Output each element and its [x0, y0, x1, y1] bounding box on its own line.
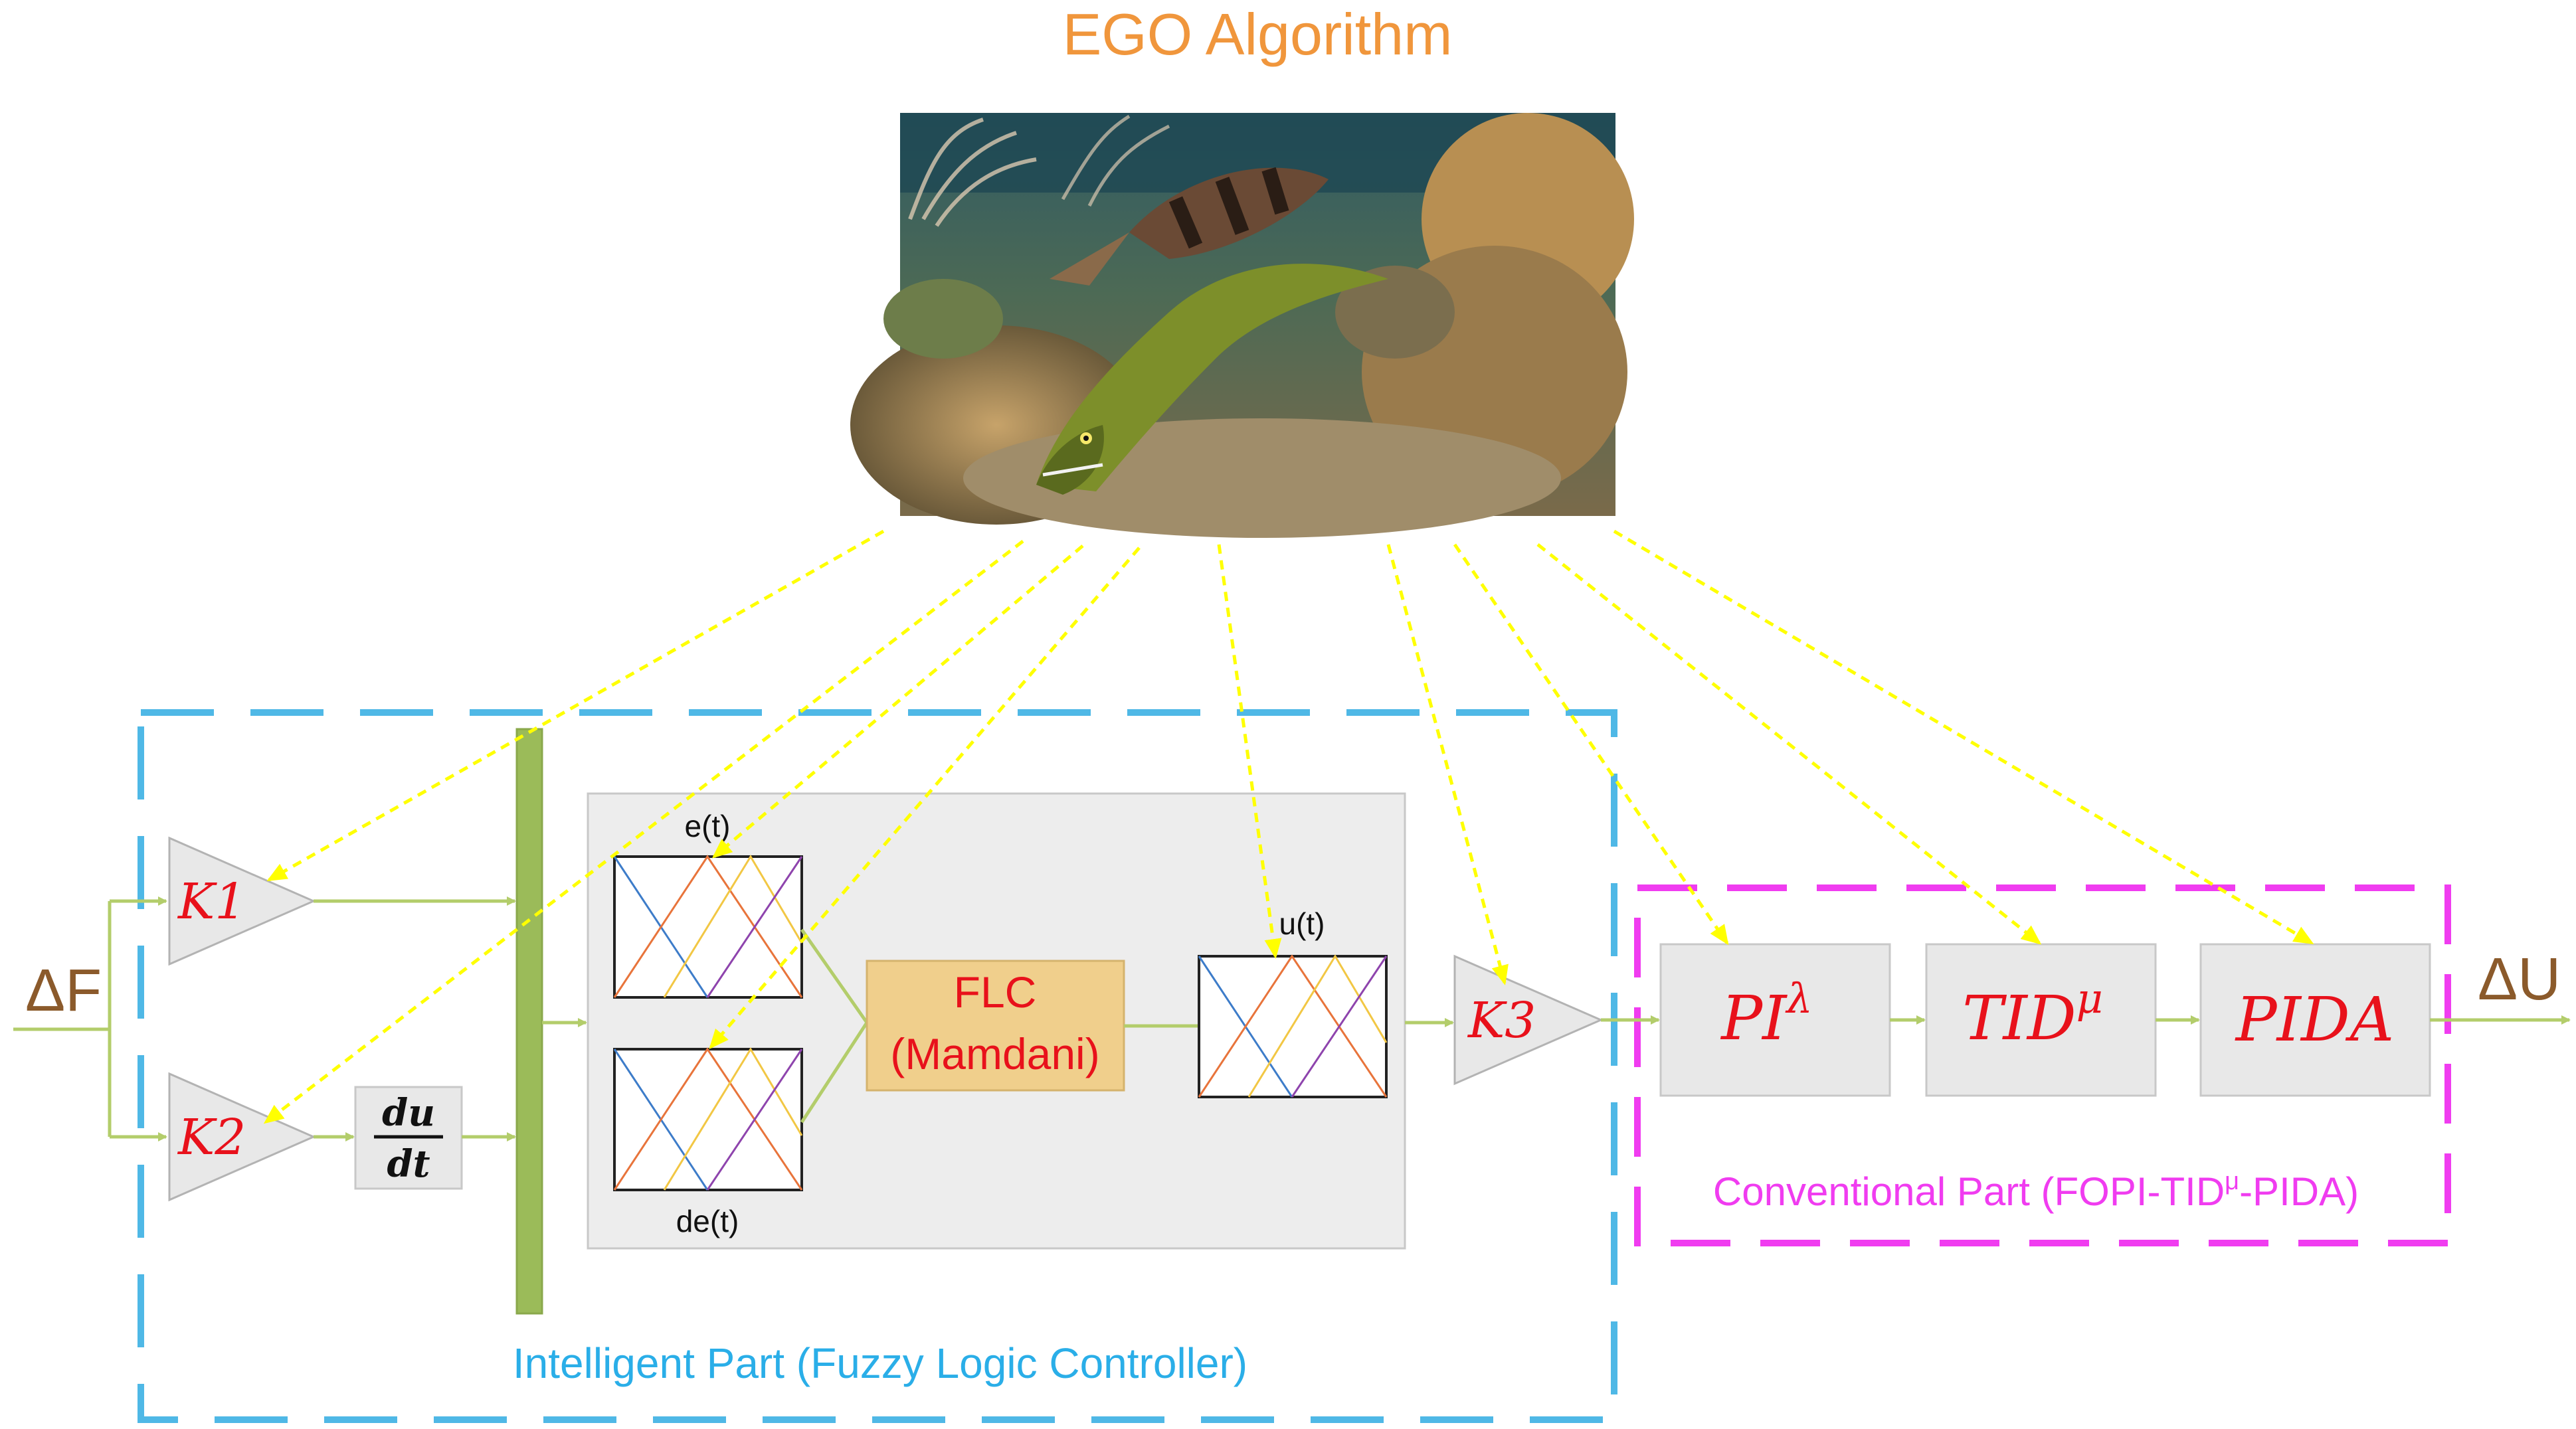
tid-label: TID [1962, 983, 2076, 1054]
fopi-block: PIλ [1659, 943, 1891, 1097]
svg-text:PIλ: PIλ [1720, 974, 1813, 1054]
ego-arrow-k1 [266, 529, 885, 882]
gain-k3-label: K3 [1467, 992, 1536, 1049]
input-wiring [13, 896, 167, 1141]
ego-arrow-pida [1613, 529, 2314, 945]
ego-arrow-u [1217, 544, 1282, 959]
membership-u-label: u(t) [1279, 906, 1325, 941]
flc-label: FLC [954, 967, 1037, 1017]
conventional-caption-suffix: -PIDA) [2239, 1169, 2359, 1214]
derivative-denominator: dt [387, 1142, 430, 1186]
fopi-exponent: λ [1784, 974, 1812, 1023]
pida-label: PIDA [2235, 984, 2394, 1055]
intelligent-part-border [138, 709, 1617, 1423]
ego-arrow-tid [1536, 543, 2042, 945]
fopi-label: PI [1720, 983, 1788, 1054]
conventional-caption-prefix: Conventional Part (FOPI-TID [1713, 1169, 2225, 1214]
ego-arrow-de [709, 546, 1141, 1050]
gain-k3: K3 [1453, 954, 1604, 1086]
flc-block: FLC (Mamdani) [866, 960, 1125, 1092]
membership-e-plot [613, 855, 803, 999]
conventional-part-border [1634, 884, 2451, 1246]
membership-e-label: e(t) [685, 809, 731, 843]
gain-k2-label: K2 [177, 1109, 246, 1166]
gain-k2: K2 [168, 1072, 316, 1202]
membership-u-plot [1198, 954, 1388, 1098]
output-label: ΔU [2478, 946, 2561, 1013]
gain-k1-label: K1 [177, 873, 246, 930]
svg-text:TIDμ: TIDμ [1962, 974, 2103, 1054]
mux-bar [515, 728, 543, 1315]
ego-arrow-fopi [1453, 543, 1729, 946]
membership-de-plot [613, 1047, 803, 1191]
membership-de-label: de(t) [676, 1204, 739, 1238]
ego-arrow-k3 [1386, 544, 1509, 985]
ego-tuning-arrows [263, 529, 2314, 1124]
flc-type-label: (Mamdani) [890, 1029, 1099, 1078]
tid-exponent: μ [2076, 974, 2103, 1023]
underwater-eel-photo [850, 113, 1634, 538]
flc-input-lines [800, 928, 869, 1124]
derivative-block: du dt [354, 1086, 463, 1190]
svg-text:Conventional Part (FOPI-TIDμ-P: Conventional Part (FOPI-TIDμ-PIDA) [1713, 1167, 2359, 1214]
tid-block: TIDμ [1925, 943, 2157, 1097]
ego-arrow-e [711, 545, 1084, 859]
input-label: ΔF [25, 958, 102, 1024]
pida-block: PIDA [2199, 943, 2431, 1097]
intelligent-caption: Intelligent Part (Fuzzy Logic Controller… [513, 1339, 1247, 1387]
conventional-caption-sup: μ [2225, 1167, 2239, 1195]
derivative-numerator: du [382, 1091, 435, 1135]
gain-k1: K1 [168, 836, 316, 966]
diagram-title: EGO Algorithm [1063, 1, 1453, 67]
